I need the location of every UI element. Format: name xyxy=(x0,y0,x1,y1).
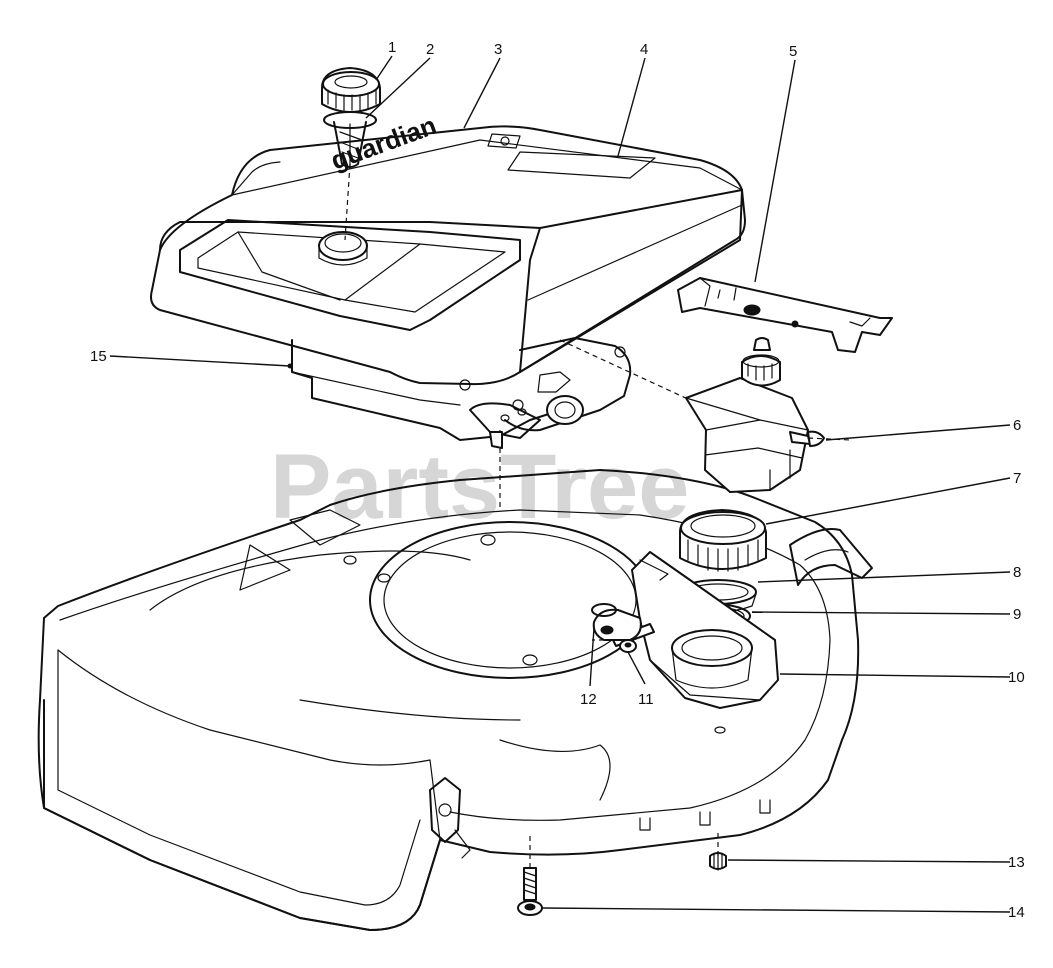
callout-numbers: 1 2 3 4 5 6 7 8 9 10 11 12 13 14 15 xyxy=(90,39,1025,921)
engine-mount-flange xyxy=(469,337,632,449)
washer-12 xyxy=(591,603,642,641)
callout-6: 6 xyxy=(1013,417,1021,434)
callout-4: 4 xyxy=(640,41,648,58)
engine-shroud xyxy=(150,125,746,441)
fuel-cap xyxy=(321,67,381,113)
leader-lines xyxy=(109,55,1011,913)
bolt-13 xyxy=(709,851,727,871)
callout-1: 1 xyxy=(388,39,396,56)
callout-8: 8 xyxy=(1013,564,1021,581)
callout-9: 9 xyxy=(1013,606,1021,623)
callout-7: 7 xyxy=(1013,470,1021,487)
callout-12: 12 xyxy=(580,691,597,708)
callout-13: 13 xyxy=(1008,854,1025,871)
callout-11: 11 xyxy=(638,691,654,708)
mower-deck xyxy=(37,469,873,931)
tank-bracket xyxy=(677,277,893,353)
filter-cap xyxy=(679,509,767,572)
bolt-14 xyxy=(517,867,543,916)
callout-10: 10 xyxy=(1008,669,1025,686)
watermark-text: PartsTree xyxy=(270,436,689,538)
callout-3: 3 xyxy=(494,41,502,58)
filter-base xyxy=(631,551,779,709)
callout-15: 15 xyxy=(90,348,107,365)
callout-5: 5 xyxy=(789,43,797,60)
filter-assembly xyxy=(685,337,825,493)
callout-14: 14 xyxy=(1008,904,1025,921)
callout-2: 2 xyxy=(426,41,434,58)
